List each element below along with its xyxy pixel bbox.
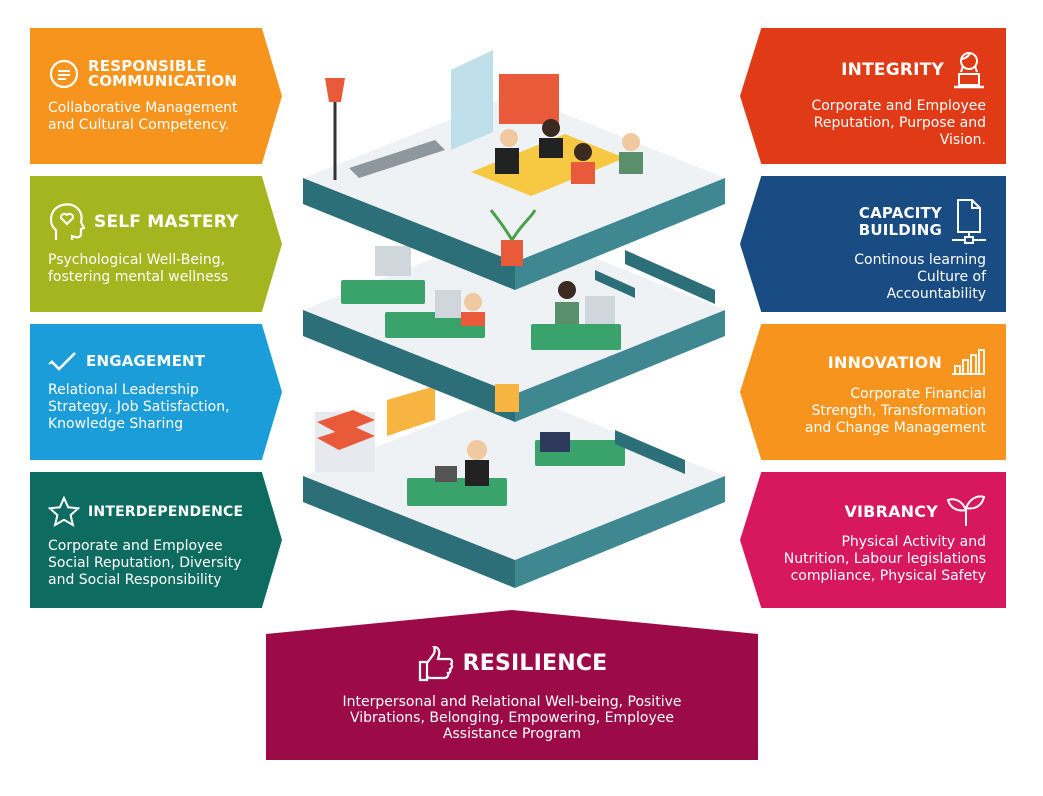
thumbs-up-icon: [418, 646, 453, 682]
card-description: Psychological Well-Being, fostering ment…: [48, 252, 229, 285]
bar-chart-icon: [952, 349, 985, 375]
card-description: Corporate and Employee Social Reputation…: [48, 538, 242, 588]
card-vibrancy: VIBRANCY Physical Activity and Nutrition…: [740, 472, 1006, 608]
head-heart-icon: [49, 203, 86, 240]
chat-icon: [49, 59, 79, 89]
card-capacity-building: CAPACITY BUILDING Continous learning Cul…: [740, 176, 1006, 312]
card-description: Corporate Financial Strength, Transforma…: [804, 386, 986, 436]
star-icon: [48, 496, 80, 528]
card-engagement: ENGAGEMENT Relational Leadership Strateg…: [30, 324, 282, 460]
card-title: RESPONSIBLE COMMUNICATION: [88, 57, 238, 90]
card-description: Corporate and Employee Reputation, Purpo…: [811, 98, 986, 148]
card-innovation: INNOVATION Corporate Financial Strength,…: [740, 324, 1006, 460]
check-icon: [48, 352, 76, 371]
document-network-icon: [952, 199, 986, 244]
floor-3: [303, 386, 725, 588]
floor-2: [303, 226, 725, 422]
card-title: INTEGRITY: [841, 59, 944, 80]
floor-1: [303, 50, 725, 290]
card-title: VIBRANCY: [844, 501, 938, 521]
card-interdependence: INTERDEPENDENCE Corporate and Employee S…: [30, 472, 282, 608]
card-description: Relational Leadership Strategy, Job Sati…: [48, 382, 230, 432]
card-self-mastery: SELF MASTERY Psychological Well-Being, f…: [30, 176, 282, 312]
card-resilience: RESILIENCE Interpersonal and Relational …: [266, 610, 758, 760]
card-title: INTERDEPENDENCE: [88, 503, 244, 520]
card-responsible-communication: RESPONSIBLE COMMUNICATION Collaborative …: [30, 28, 282, 164]
card-integrity: INTEGRITY Corporate and Employee Reputat…: [740, 28, 1006, 164]
card-description: Interpersonal and Relational Well-being,…: [342, 694, 682, 742]
card-description: Continous learning Culture of Accountabi…: [854, 252, 986, 302]
card-title: ENGAGEMENT: [86, 351, 206, 370]
card-title: RESILIENCE: [462, 651, 608, 676]
card-description: Physical Activity and Nutrition, Labour …: [783, 534, 986, 584]
sprout-icon: [946, 495, 986, 526]
person-laptop-icon: [954, 52, 984, 89]
card-title: CAPACITY BUILDING: [858, 204, 942, 239]
card-title: INNOVATION: [827, 352, 942, 372]
office-building-illustration: [303, 50, 725, 588]
card-title: SELF MASTERY: [94, 211, 239, 232]
card-description: Collaborative Management and Cultural Co…: [48, 100, 238, 133]
